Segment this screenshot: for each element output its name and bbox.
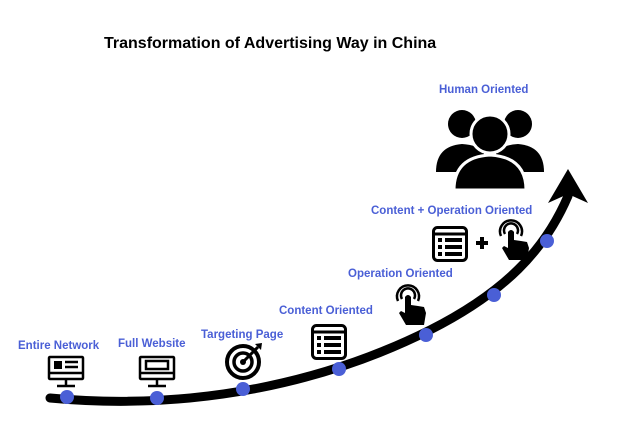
page-title: Transformation of Advertising Way in Chi… [104, 35, 437, 52]
stage-label-content-oriented: Content Oriented [279, 305, 373, 317]
list-icon [432, 226, 468, 262]
stage-label-full-website: Full Website [118, 338, 186, 350]
milestone-dot-upper [540, 234, 554, 248]
milestone-dot-entire-network [60, 390, 74, 404]
touch-icon [498, 219, 529, 260]
milestone-dot-content-operation [487, 288, 501, 302]
growth-curve [45, 191, 573, 406]
stage-label-content-operation-oriented: Content + Operation Oriented [371, 205, 533, 217]
people-icon [436, 110, 544, 192]
arrow-head [548, 169, 588, 203]
monitor-icon [138, 355, 176, 388]
milestone-dot-content-oriented [332, 362, 346, 376]
stage-label-entire-network: Entire Network [18, 340, 100, 352]
milestone-dot-operation-oriented [419, 328, 433, 342]
touch-icon [395, 284, 426, 325]
milestone-dot-full-website [150, 391, 164, 405]
monitor-icon [47, 355, 85, 388]
list-icon [311, 324, 347, 360]
target-icon [225, 343, 262, 380]
milestone-dot-targeting-page [236, 382, 250, 396]
stage-label-operation-oriented: Operation Oriented [348, 268, 453, 280]
plus-icon [476, 237, 488, 249]
stage-label-human-oriented: Human Oriented [439, 84, 529, 96]
stage-label-targeting-page: Targeting Page [201, 329, 284, 341]
